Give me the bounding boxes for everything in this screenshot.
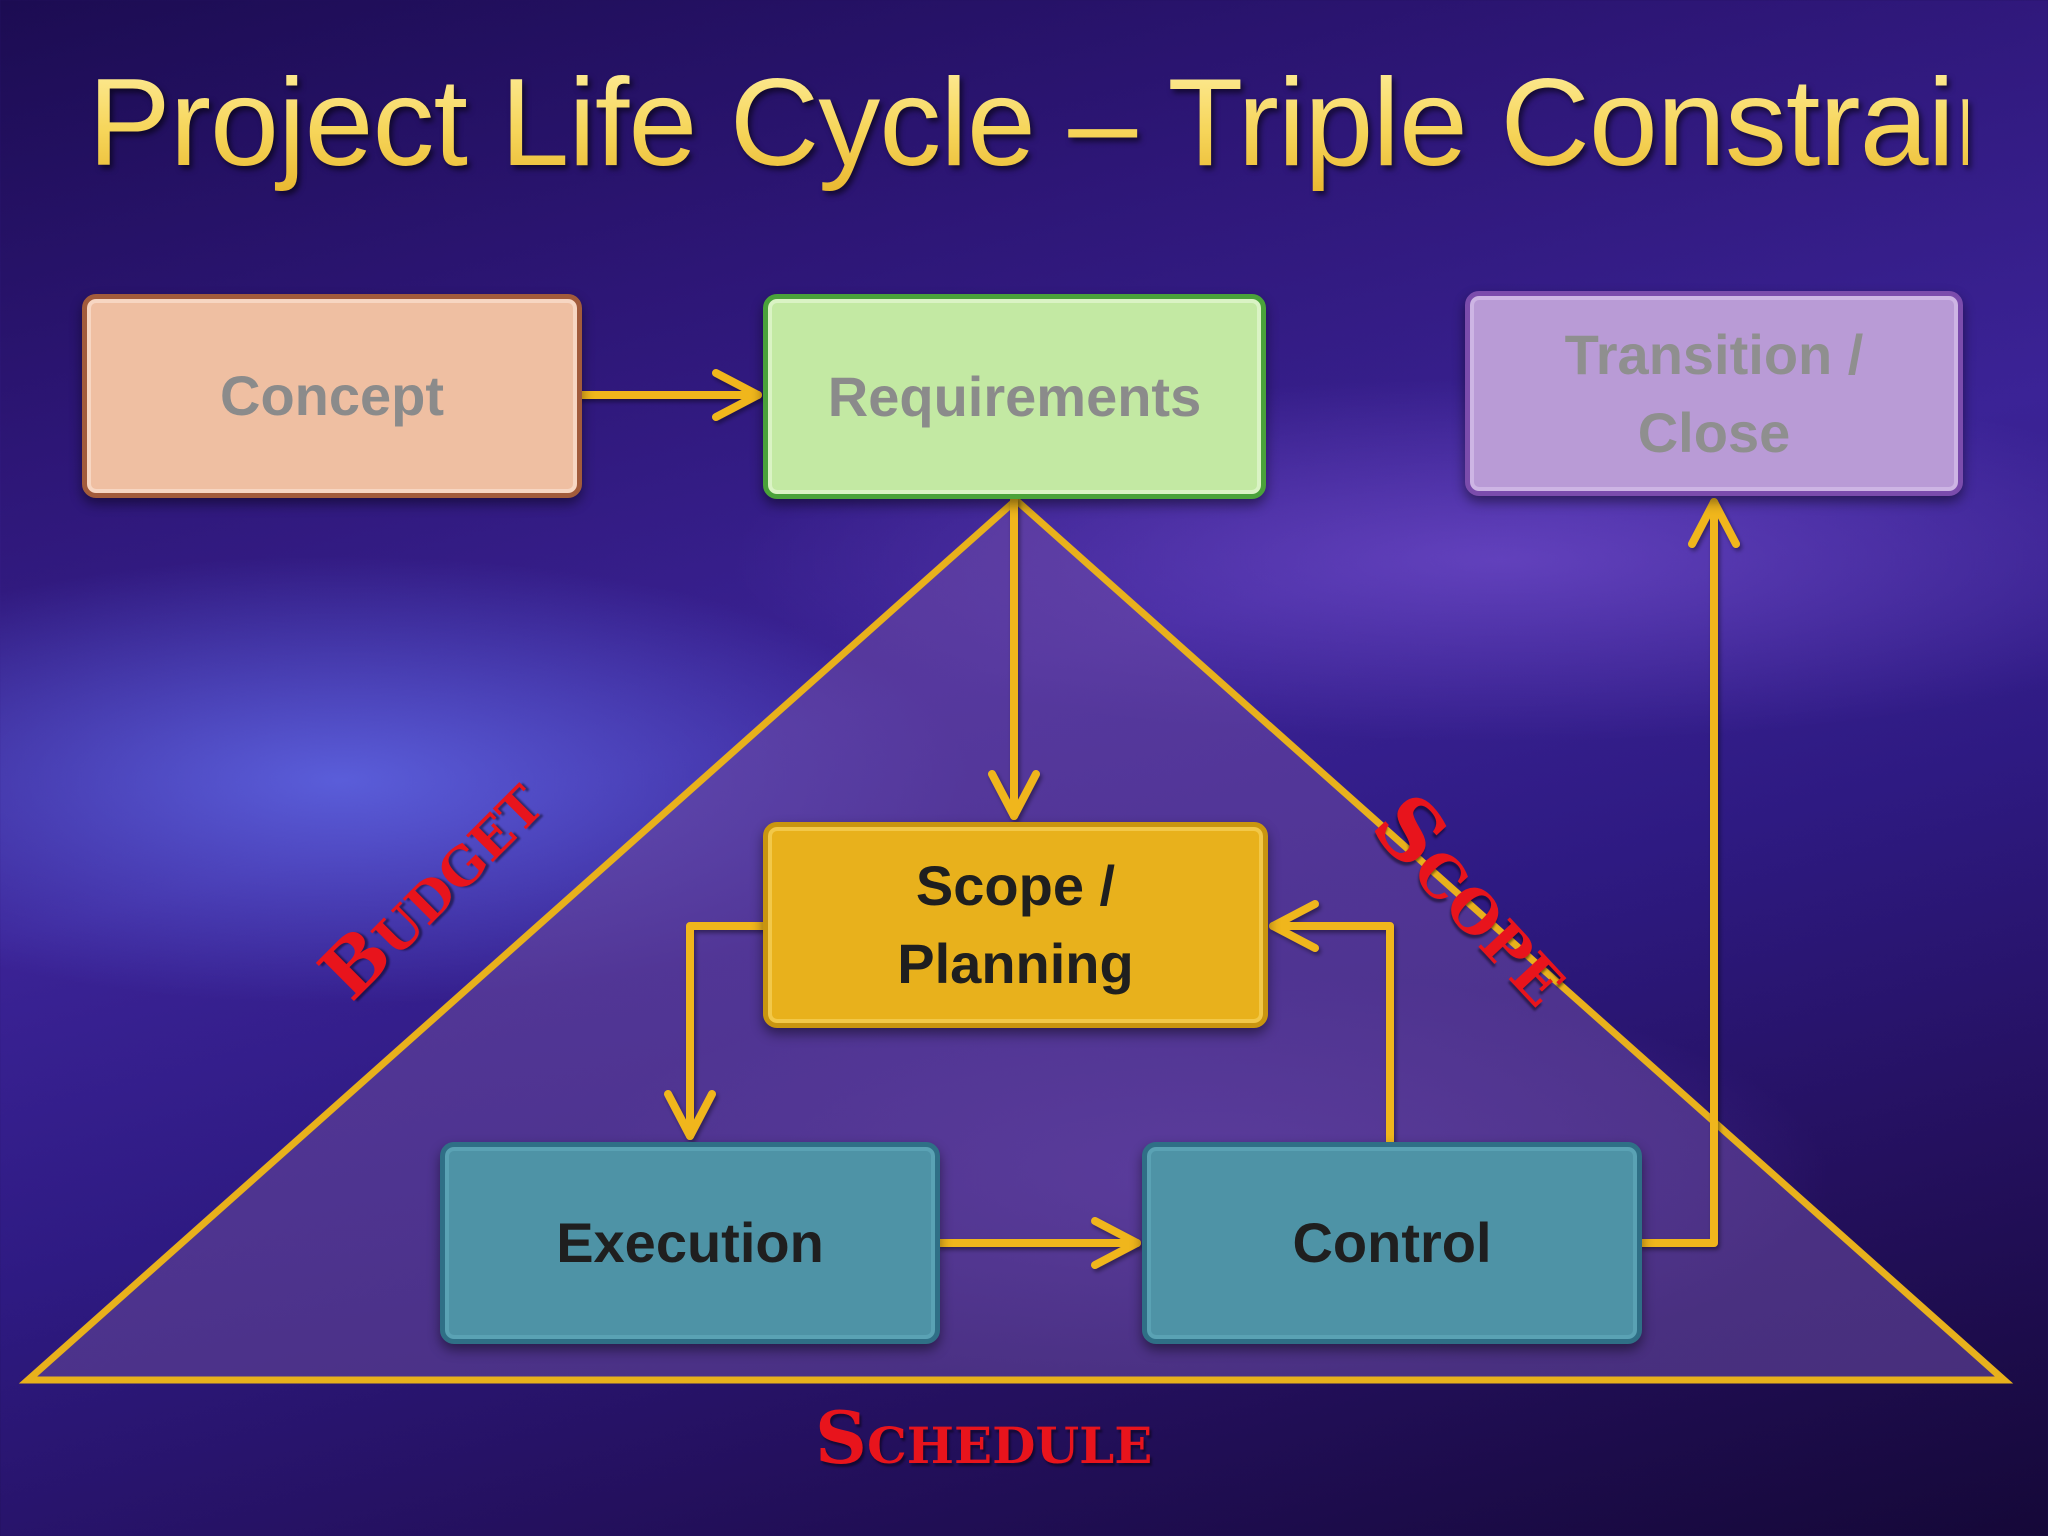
arrow-scope-to-execution-head <box>664 1090 716 1140</box>
arrow-execution-to-control-head <box>1091 1217 1141 1269</box>
requirements-box: Requirements <box>763 294 1266 499</box>
scope-label-line1: Scope / <box>915 854 1116 917</box>
control-label: Control <box>1292 1211 1492 1274</box>
concept-box: Concept <box>82 294 582 498</box>
transition-label-line1: Transition / <box>1564 322 1864 386</box>
schedule-constraint-label: Schedule <box>815 1395 1153 1480</box>
scope-planning-box: Scope / Planning <box>763 822 1268 1028</box>
transition-close-box: Transition / Close <box>1465 291 1963 496</box>
scope-label-line2: Planning <box>897 932 1134 995</box>
concept-label: Concept <box>220 364 444 427</box>
arrow-scope-to-execution <box>686 922 767 1140</box>
arrow-control-to-transition-head <box>1688 498 1740 548</box>
arrow-requirements-to-scope-head <box>988 770 1040 820</box>
arrow-control-to-transition <box>1638 498 1718 1247</box>
slide-title: Project Life Cycle – Triple Constraint <box>88 48 2048 198</box>
transition-label-line2: Close <box>1637 400 1791 464</box>
execution-box: Execution <box>440 1142 940 1344</box>
arrow-control-to-scope <box>1269 922 1394 1146</box>
control-box: Control <box>1142 1142 1642 1344</box>
arrow-concept-to-requirements-head <box>712 369 762 421</box>
execution-label: Execution <box>556 1211 824 1274</box>
arrow-control-to-scope-head <box>1269 900 1319 952</box>
requirements-label: Requirements <box>827 364 1202 428</box>
